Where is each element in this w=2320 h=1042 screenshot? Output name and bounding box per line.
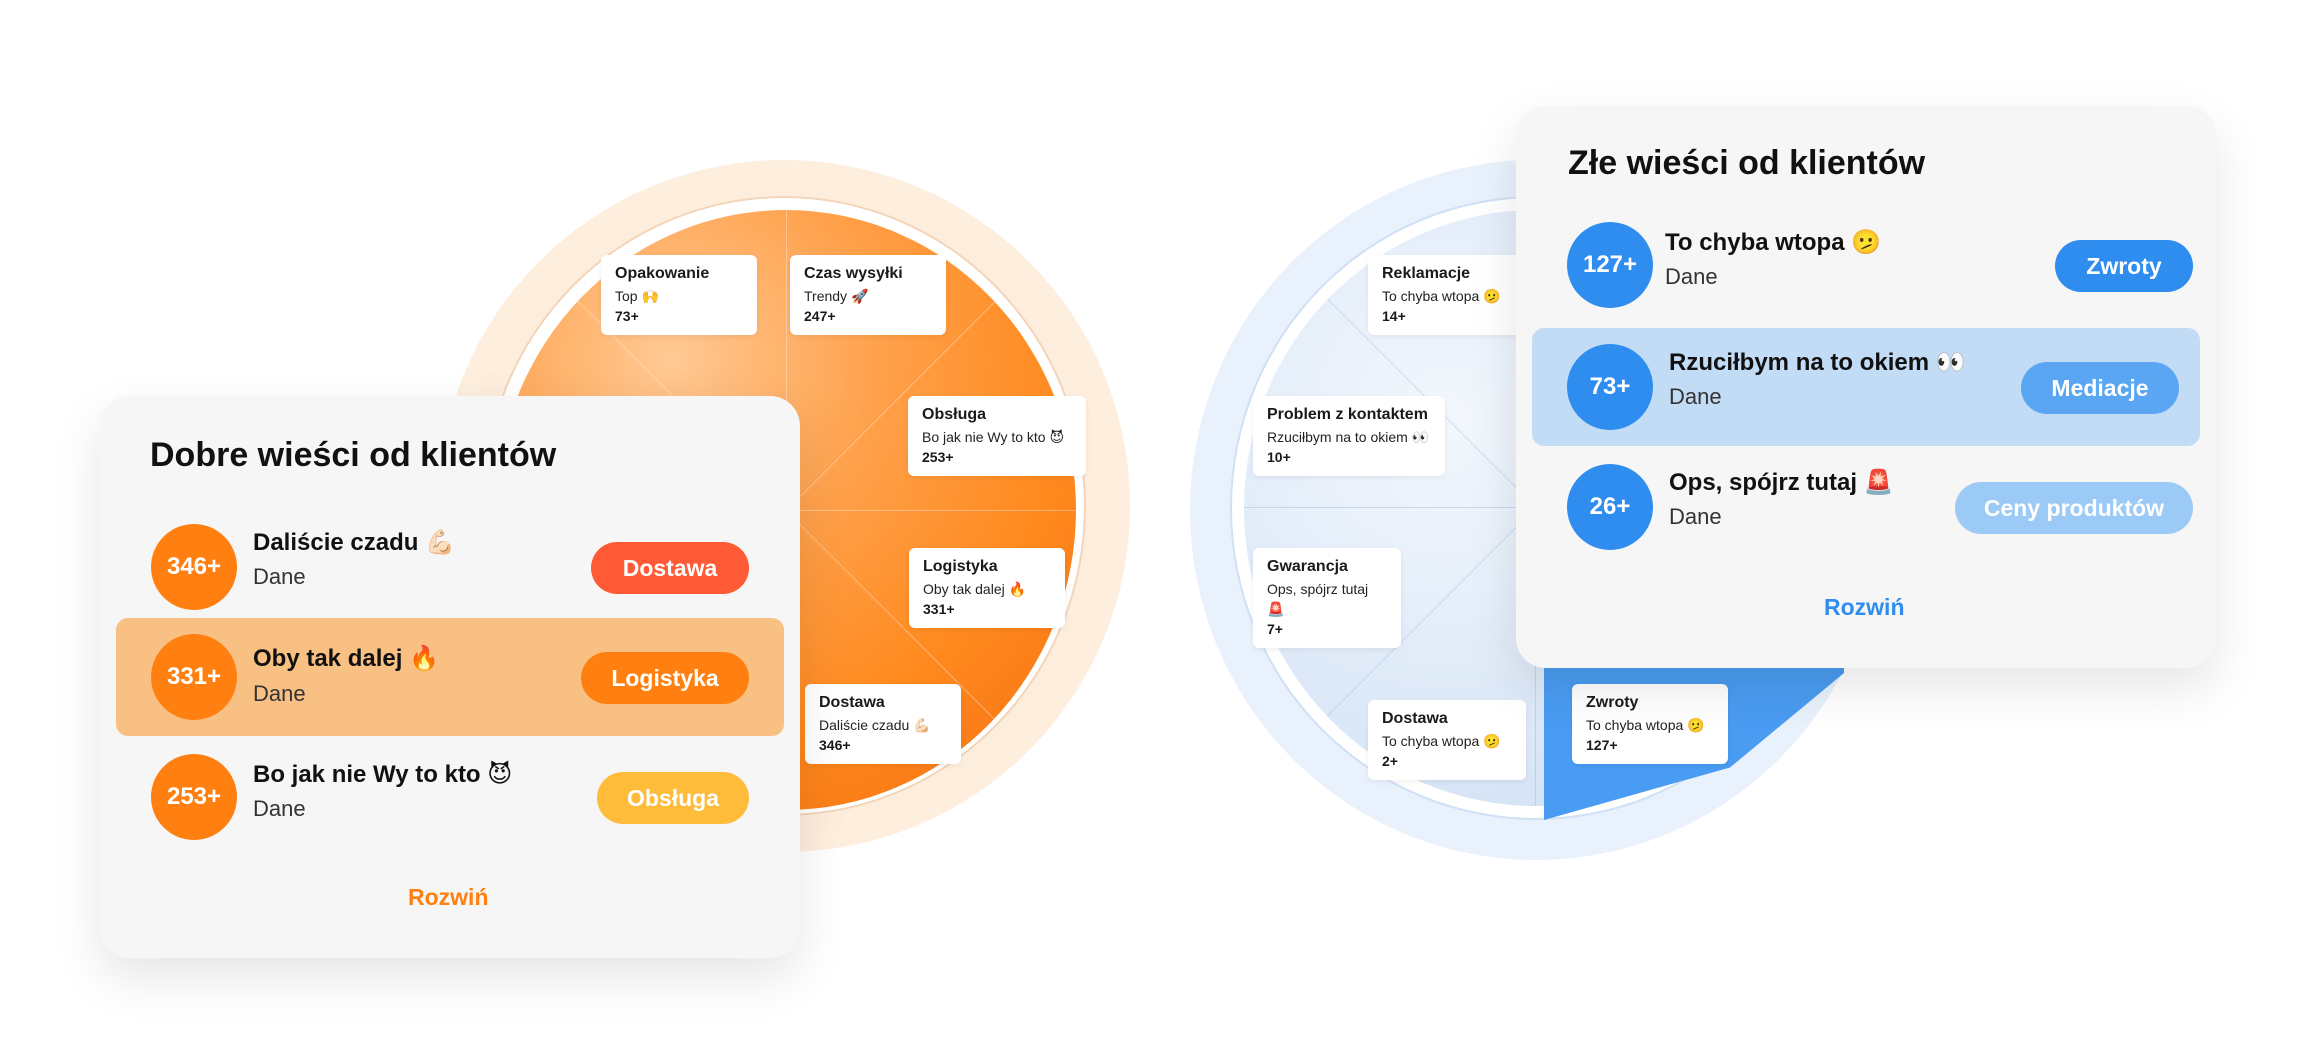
item-subtitle: Dane [1669, 384, 1722, 409]
wheel-card-title: Dostawa [819, 694, 885, 711]
bad-news-title: Złe wieści od klientów [1568, 144, 1926, 182]
bad-wheel-card-dostawa: Dostawa To chyba wtopa 🫤 2+ [1368, 700, 1526, 780]
item-subtitle: Dane [253, 796, 306, 821]
item-title: Ops, spójrz tutaj 🚨 [1669, 469, 1894, 496]
good-news-item[interactable]: 346+ Daliście czadu 💪🏻 Dane Dostawa [116, 508, 784, 626]
bad-news-panel: Złe wieści od klientów 127+ To chyba wto… [1516, 106, 2216, 668]
count-badge: 127+ [1567, 222, 1653, 308]
count-badge: 26+ [1567, 464, 1653, 550]
wheel-card-count: 2+ [1382, 753, 1398, 769]
item-subtitle: Dane [1665, 264, 1718, 289]
wheel-card-count: 331+ [923, 601, 955, 617]
wheel-card-title: Zwroty [1586, 694, 1639, 711]
wheel-card-sub: To chyba wtopa 🫤 [1382, 288, 1501, 304]
wheel-card-count: 14+ [1382, 308, 1406, 324]
wheel-card-title: Dostawa [1382, 710, 1448, 727]
expand-link[interactable]: Rozwiń [408, 884, 489, 910]
item-title: Bo jak nie Wy to kto 😈 [253, 761, 513, 788]
tag-zwroty-button[interactable]: Zwroty [2055, 240, 2193, 292]
wheel-card-title: Logistyka [923, 558, 998, 575]
wheel-card-sub: Rzuciłbym na to okiem 👀 [1267, 429, 1430, 445]
wheel-card-count: 73+ [615, 308, 639, 324]
wheel-card-title: Opakowanie [615, 265, 710, 282]
wheel-card-sub: To chyba wtopa 🫤 [1586, 717, 1705, 733]
item-subtitle: Dane [1669, 504, 1722, 529]
bad-news-item[interactable]: 26+ Ops, spójrz tutaj 🚨 Dane Ceny produk… [1532, 448, 2200, 566]
wheel-card-sub: Daliście czadu 💪🏻 [819, 717, 931, 733]
bad-news-item-highlighted[interactable]: 73+ Rzuciłbym na to okiem 👀 Dane Mediacj… [1532, 328, 2200, 446]
good-wheel-card-dostawa: Dostawa Daliście czadu 💪🏻 346+ [805, 684, 961, 764]
count-badge: 331+ [151, 634, 237, 720]
item-title: Rzuciłbym na to okiem 👀 [1669, 349, 1966, 376]
wheel-card-title: Reklamacje [1382, 265, 1471, 282]
tag-obsluga-button[interactable]: Obsługa [597, 772, 749, 824]
tag-mediacje-button[interactable]: Mediacje [2021, 362, 2179, 414]
item-subtitle: Dane [253, 564, 306, 589]
count-badge: 73+ [1567, 344, 1653, 430]
wheel-card-count: 10+ [1267, 449, 1291, 465]
count-badge: 253+ [151, 754, 237, 840]
good-wheel-card-opakowanie: Opakowanie Top 🙌 73+ [601, 255, 757, 335]
good-wheel-card-czas-wysylki: Czas wysyłki Trendy 🚀 247+ [790, 255, 946, 335]
wheel-card-title: Czas wysyłki [804, 265, 903, 282]
item-subtitle: Dane [253, 681, 306, 706]
wheel-card-sub: Trendy 🚀 [804, 288, 869, 304]
item-title: Daliście czadu 💪🏻 [253, 529, 455, 556]
wheel-card-sub: Ops, spójrz tutaj 🚨 [1267, 581, 1369, 617]
good-news-panel: Dobre wieści od klientów 346+ Daliście c… [100, 396, 800, 958]
bad-wheel-card-gwarancja: Gwarancja Ops, spójrz tutaj 🚨 7+ [1253, 548, 1401, 648]
wheel-card-count: 7+ [1267, 621, 1283, 637]
wheel-card-sub: Top 🙌 [615, 288, 659, 304]
expand-link[interactable]: Rozwiń [1824, 594, 1905, 620]
item-title: To chyba wtopa 🫤 [1665, 229, 1882, 256]
count-badge: 346+ [151, 524, 237, 610]
good-news-item-highlighted[interactable]: 331+ Oby tak dalej 🔥 Dane Logistyka [116, 618, 784, 736]
wheel-card-count: 247+ [804, 308, 836, 324]
item-title: Oby tak dalej 🔥 [253, 645, 439, 672]
wheel-card-sub: Bo jak nie Wy to kto 😈 [922, 429, 1065, 445]
wheel-card-count: 127+ [1586, 737, 1618, 753]
wheel-card-count: 346+ [819, 737, 851, 753]
bad-wheel-card-zwroty: Zwroty To chyba wtopa 🫤 127+ [1572, 684, 1728, 764]
wheel-card-sub: To chyba wtopa 🫤 [1382, 733, 1501, 749]
tag-ceny-produktow-button[interactable]: Ceny produktów [1955, 482, 2193, 534]
wheel-card-title: Obsługa [922, 406, 987, 423]
wheel-card-title: Problem z kontaktem [1267, 406, 1428, 423]
bad-wheel-card-reklamacje: Reklamacje To chyba wtopa 🫤 14+ [1368, 255, 1536, 335]
wheel-card-title: Gwarancja [1267, 558, 1348, 575]
tag-dostawa-button[interactable]: Dostawa [591, 542, 749, 594]
good-wheel-card-obsluga: Obsługa Bo jak nie Wy to kto 😈 253+ [908, 396, 1086, 476]
good-news-item[interactable]: 253+ Bo jak nie Wy to kto 😈 Dane Obsługa [116, 738, 784, 856]
good-wheel-card-logistyka: Logistyka Oby tak dalej 🔥 331+ [909, 548, 1065, 628]
bad-wheel-card-problem-z-kontaktem: Problem z kontaktem Rzuciłbym na to okie… [1253, 396, 1445, 476]
tag-logistyka-button[interactable]: Logistyka [581, 652, 749, 704]
wheel-card-count: 253+ [922, 449, 954, 465]
good-news-title: Dobre wieści od klientów [150, 436, 557, 474]
bad-news-item[interactable]: 127+ To chyba wtopa 🫤 Dane Zwroty [1532, 208, 2200, 326]
wheel-card-sub: Oby tak dalej 🔥 [923, 581, 1027, 597]
